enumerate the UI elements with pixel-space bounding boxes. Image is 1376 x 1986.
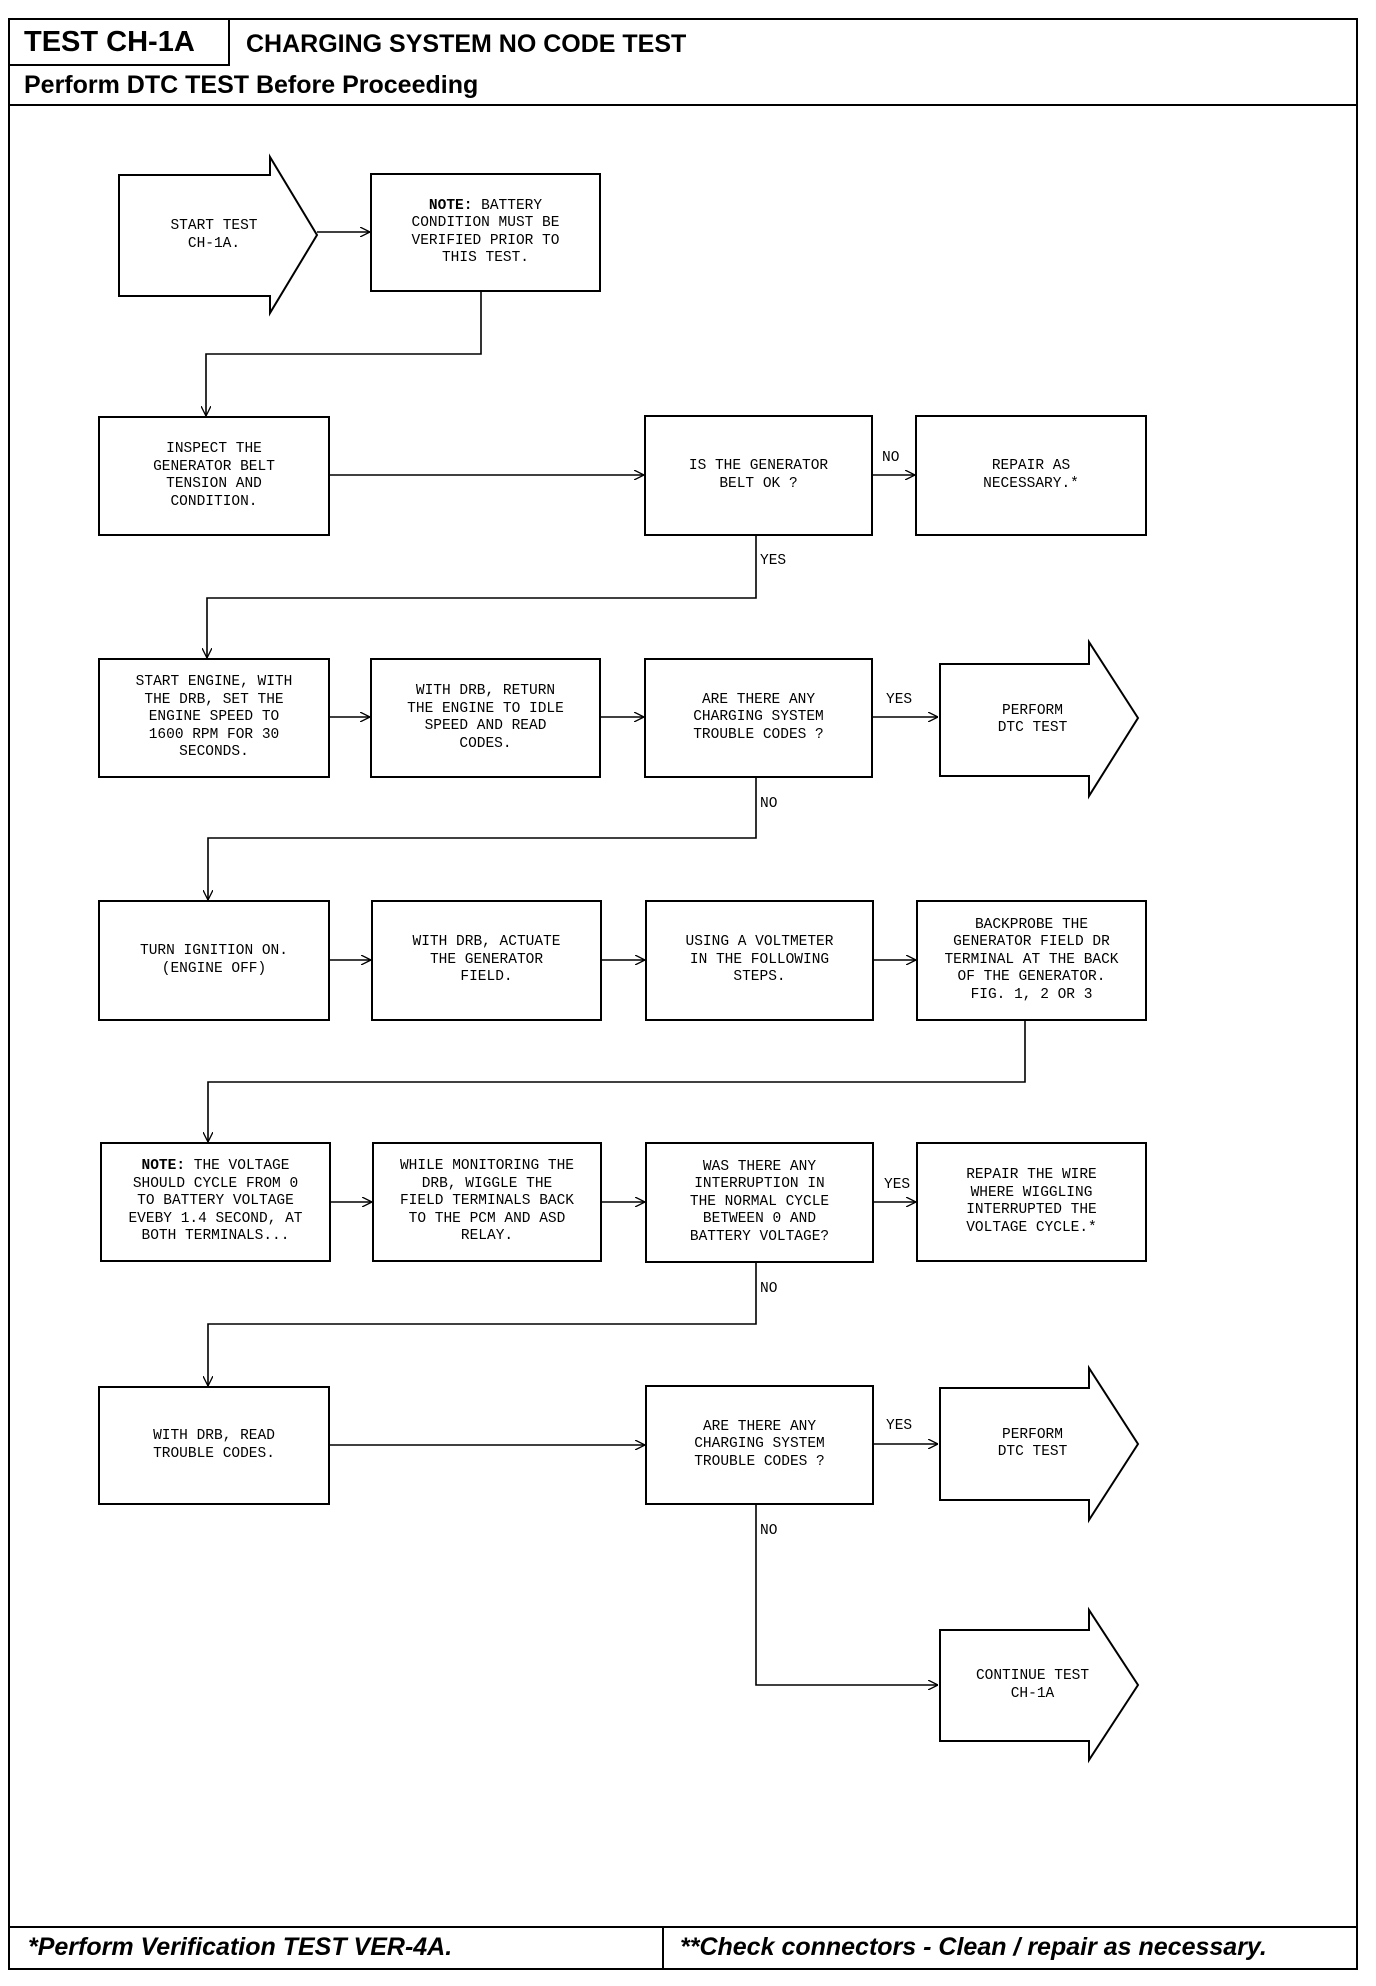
footer-connectors-note: **Check connectors - Clean / repair as n… bbox=[680, 1933, 1267, 1961]
connector-note-inspect bbox=[206, 292, 482, 416]
codes1-yes-label: YES bbox=[886, 692, 913, 708]
voltmeter-box: USING A VOLTMETER IN THE FOLLOWING STEPS… bbox=[645, 900, 874, 1021]
backprobe-box: BACKPROBE THE GENERATOR FIELD DR TERMINA… bbox=[916, 900, 1147, 1021]
page-frame bbox=[8, 18, 1358, 1970]
repair-wire-box: REPAIR THE WIRE WHERE WIGGLING INTERRUPT… bbox=[916, 1142, 1147, 1262]
footer-column-divider bbox=[662, 1926, 664, 1968]
continue-test-step: CONTINUE TEST CH-1A bbox=[975, 1668, 1090, 1702]
note-label: NOTE: bbox=[141, 1158, 186, 1175]
repair-belt-box: REPAIR AS NECESSARY.* bbox=[915, 415, 1147, 536]
belt-yes-label: YES bbox=[760, 553, 787, 569]
test-id-label: TEST CH-1A bbox=[10, 20, 230, 66]
note-battery-box: NOTE: BATTERY CONDITION MUST BE VERIFIED… bbox=[370, 173, 601, 292]
perform-dtc-step-1: PERFORM DTC TEST bbox=[997, 702, 1068, 737]
connector-beltq-start-engine bbox=[207, 536, 757, 658]
connector-codesq1-ignition bbox=[208, 778, 757, 900]
codes1-no-label: NO bbox=[760, 796, 778, 812]
start-test-step: START TEST CH-1A. bbox=[170, 218, 258, 252]
footer-verification-note: *Perform Verification TEST VER-4A. bbox=[28, 1933, 453, 1961]
start-engine-box: START ENGINE, WITH THE DRB, SET THE ENGI… bbox=[98, 658, 330, 778]
perform-dtc-step-2: PERFORM DTC TEST bbox=[997, 1426, 1068, 1461]
footer-divider bbox=[10, 1926, 1356, 1928]
belt-ok-decision: IS THE GENERATOR BELT OK ? bbox=[644, 415, 873, 536]
start-arrow-shape bbox=[118, 153, 319, 317]
wiggle-box: WHILE MONITORING THE DRB, WIGGLE THE FIE… bbox=[372, 1142, 602, 1262]
belt-no-label: NO bbox=[882, 450, 900, 466]
connector-backprobe-note bbox=[208, 1021, 1026, 1142]
inspect-belt-box: INSPECT THE GENERATOR BELT TENSION AND C… bbox=[98, 416, 330, 536]
note-voltage-box: NOTE: THE VOLTAGE SHOULD CYCLE FROM 0 TO… bbox=[100, 1142, 331, 1262]
test-title: CHARGING SYSTEM NO CODE TEST bbox=[246, 30, 687, 58]
codes2-yes-label: YES bbox=[886, 1418, 913, 1434]
note-battery-text: BATTERY CONDITION MUST BE VERIFIED PRIOR… bbox=[411, 197, 560, 267]
interrupt-no-label: NO bbox=[760, 1281, 778, 1297]
note-label: NOTE: bbox=[428, 197, 473, 214]
test-subtitle: Perform DTC TEST Before Proceeding bbox=[24, 71, 479, 99]
perform-dtc-arrow-shape-1 bbox=[939, 638, 1140, 800]
header-divider bbox=[10, 104, 1356, 106]
interruption-decision: WAS THERE ANY INTERRUPTION IN THE NORMAL… bbox=[645, 1142, 874, 1263]
codes-decision-2: ARE THERE ANY CHARGING SYSTEM TROUBLE CO… bbox=[645, 1385, 874, 1505]
connector-interruptq-readcodes bbox=[208, 1263, 757, 1386]
codes-decision-1: ARE THERE ANY CHARGING SYSTEM TROUBLE CO… bbox=[644, 658, 873, 778]
return-idle-box: WITH DRB, RETURN THE ENGINE TO IDLE SPEE… bbox=[370, 658, 601, 778]
ignition-on-box: TURN IGNITION ON. (ENGINE OFF) bbox=[98, 900, 330, 1021]
continue-arrow-shape bbox=[939, 1606, 1140, 1764]
actuate-field-box: WITH DRB, ACTUATE THE GENERATOR FIELD. bbox=[371, 900, 602, 1021]
perform-dtc-arrow-shape-2 bbox=[939, 1364, 1140, 1524]
interrupt-yes-label: YES bbox=[884, 1177, 911, 1193]
codes2-no-label: NO bbox=[760, 1523, 778, 1539]
note-voltage-text: THE VOLTAGE SHOULD CYCLE FROM 0 TO BATTE… bbox=[128, 1158, 303, 1245]
read-codes-box: WITH DRB, READ TROUBLE CODES. bbox=[98, 1386, 330, 1505]
connector-codesq2-continue bbox=[755, 1505, 938, 1685]
